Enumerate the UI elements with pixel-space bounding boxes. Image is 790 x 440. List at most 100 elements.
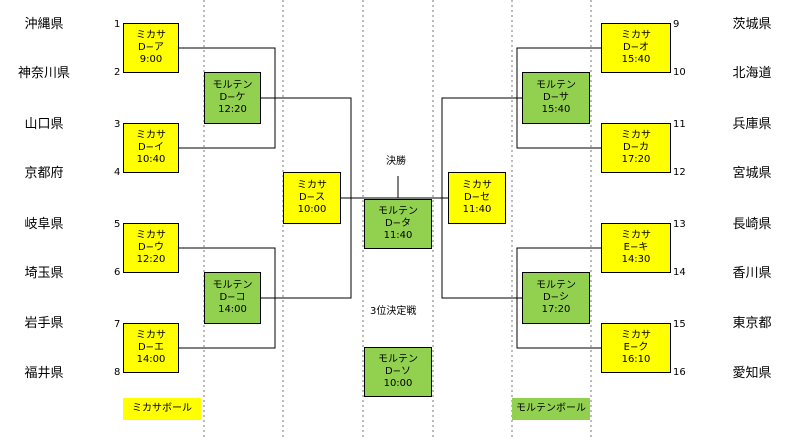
match-court: D−カ [622,142,650,153]
seed-number: 4 [114,167,121,178]
match-ball: モルテン [536,280,576,291]
match-court: E−キ [623,242,649,253]
match-court: D−イ [137,142,165,153]
match-ta: モルテン D−タ 11:40 [364,199,432,249]
seed-number: 11 [673,119,686,130]
team-right-16: 愛知県 [732,366,772,381]
seed-number: 8 [114,367,121,378]
match-e: ミカサ D−エ 14:00 [123,323,179,373]
match-time: 16:10 [621,354,651,365]
seed-number: 3 [114,119,121,130]
match-ball: モルテン [378,354,418,365]
seed-number: 5 [114,219,121,230]
team-left-6: 埼玉県 [24,266,64,281]
match-ball: ミカサ [621,130,651,141]
match-ko: モルテン D−コ 14:00 [204,272,261,324]
seed-number: 14 [673,267,686,278]
match-ball: ミカサ [136,130,166,141]
match-u: ミカサ D−ウ 12:20 [123,223,179,273]
match-court: D−ソ [384,366,412,377]
match-court: D−セ [463,192,491,203]
match-ball: ミカサ [297,180,327,191]
legend-molten: モルテンボール [512,398,590,420]
match-time: 15:40 [621,54,651,65]
seed-number: 1 [114,19,121,30]
team-left-4: 京都府 [24,166,64,181]
match-time: 17:20 [541,304,571,315]
match-ball: ミカサ [621,30,651,41]
team-left-7: 岩手県 [24,316,64,331]
match-ball: ミカサ [621,230,651,241]
final-label: 決勝 [386,156,406,167]
match-court: D−サ [542,92,570,103]
match-court: D−コ [219,292,246,303]
seed-number: 15 [673,319,686,330]
seed-number: 10 [673,67,686,78]
team-right-9: 茨城県 [732,17,772,32]
match-court: D−ケ [219,92,246,103]
match-court: D−ア [137,42,165,53]
match-time: 10:00 [383,378,413,389]
match-a: ミカサ D−ア 9:00 [123,23,179,73]
team-right-12: 宮城県 [732,166,772,181]
match-ball: ミカサ [136,230,166,241]
match-time: 15:40 [541,104,571,115]
match-time: 12:20 [218,104,247,115]
seed-number: 13 [673,219,686,230]
match-time: 11:40 [462,204,492,215]
match-court: D−シ [542,292,570,303]
match-ball: ミカサ [462,180,492,191]
match-time: 9:00 [139,54,163,65]
match-ki: ミカサ E−キ 14:30 [601,223,671,273]
match-ka: ミカサ D−カ 17:20 [601,123,671,173]
match-so: モルテン D−ソ 10:00 [364,347,432,397]
team-right-14: 香川県 [732,266,772,281]
team-left-1: 沖縄県 [24,17,64,32]
team-right-11: 兵庫県 [732,117,772,132]
seed-number: 9 [673,19,680,30]
legend-mikasa: ミカサボール [123,398,201,420]
match-sa: モルテン D−サ 15:40 [522,72,590,124]
match-court: D−タ [384,218,412,229]
match-time: 11:40 [383,230,413,241]
seed-number: 2 [114,67,121,78]
match-i: ミカサ D−イ 10:40 [123,123,179,173]
match-time: 17:20 [621,154,651,165]
match-ke: モルテン D−ケ 12:20 [204,72,261,124]
match-se: ミカサ D−セ 11:40 [448,172,506,224]
match-time: 14:30 [621,254,651,265]
team-left-8: 福井県 [24,366,64,381]
match-court: D−エ [137,342,165,353]
match-ball: モルテン [212,280,253,291]
match-court: D−オ [622,42,650,53]
match-court: E−ク [623,342,649,353]
match-ball: モルテン [378,206,418,217]
team-left-5: 岐阜県 [24,217,64,232]
team-right-13: 長崎県 [732,217,772,232]
match-o: ミカサ D−オ 15:40 [601,23,671,73]
team-left-3: 山口県 [24,117,64,132]
match-ball: ミカサ [621,330,651,341]
match-court: D−ス [298,192,326,203]
match-time: 10:00 [297,204,327,215]
match-ball: ミカサ [136,330,166,341]
team-right-15: 東京都 [732,316,772,331]
third-place-label: 3位決定戦 [370,306,417,317]
seed-number: 16 [673,367,686,378]
match-ball: モルテン [536,80,576,91]
match-ku: ミカサ E−ク 16:10 [601,323,671,373]
match-ball: ミカサ [136,30,166,41]
match-time: 14:00 [218,304,247,315]
match-time: 12:20 [136,254,166,265]
team-left-2: 神奈川県 [17,66,70,81]
match-time: 10:40 [136,154,166,165]
team-right-10: 北海道 [732,66,772,81]
seed-number: 12 [673,167,686,178]
match-time: 14:00 [136,354,166,365]
match-ball: モルテン [212,80,253,91]
match-court: D−ウ [137,242,165,253]
match-su: ミカサ D−ス 10:00 [283,172,341,224]
seed-number: 7 [114,319,121,330]
